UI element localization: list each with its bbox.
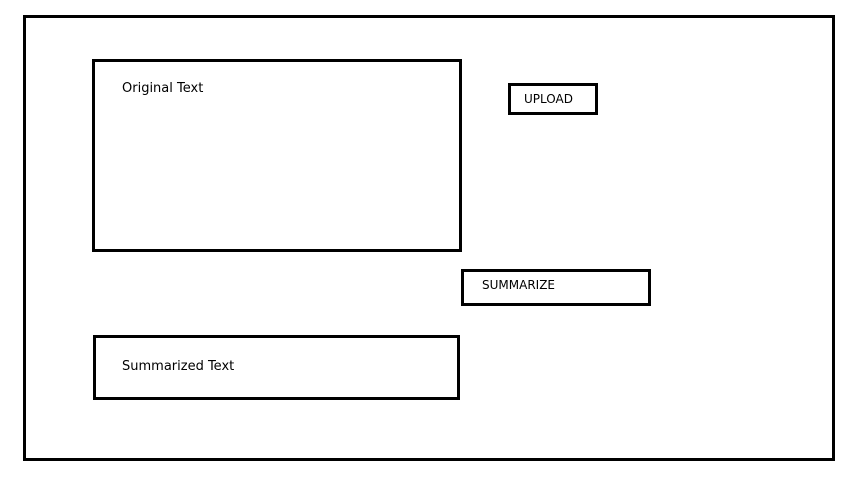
original-text-label: Original Text: [122, 81, 204, 96]
summarize-button[interactable]: SUMMARIZE: [461, 269, 651, 306]
upload-button[interactable]: UPLOAD: [508, 83, 598, 115]
original-text-area[interactable]: Original Text: [92, 59, 462, 252]
upload-button-label: UPLOAD: [524, 92, 573, 106]
summarized-text-label: Summarized Text: [122, 359, 235, 374]
summarize-button-label: SUMMARIZE: [482, 278, 555, 292]
summarized-text-area[interactable]: Summarized Text: [93, 335, 460, 400]
